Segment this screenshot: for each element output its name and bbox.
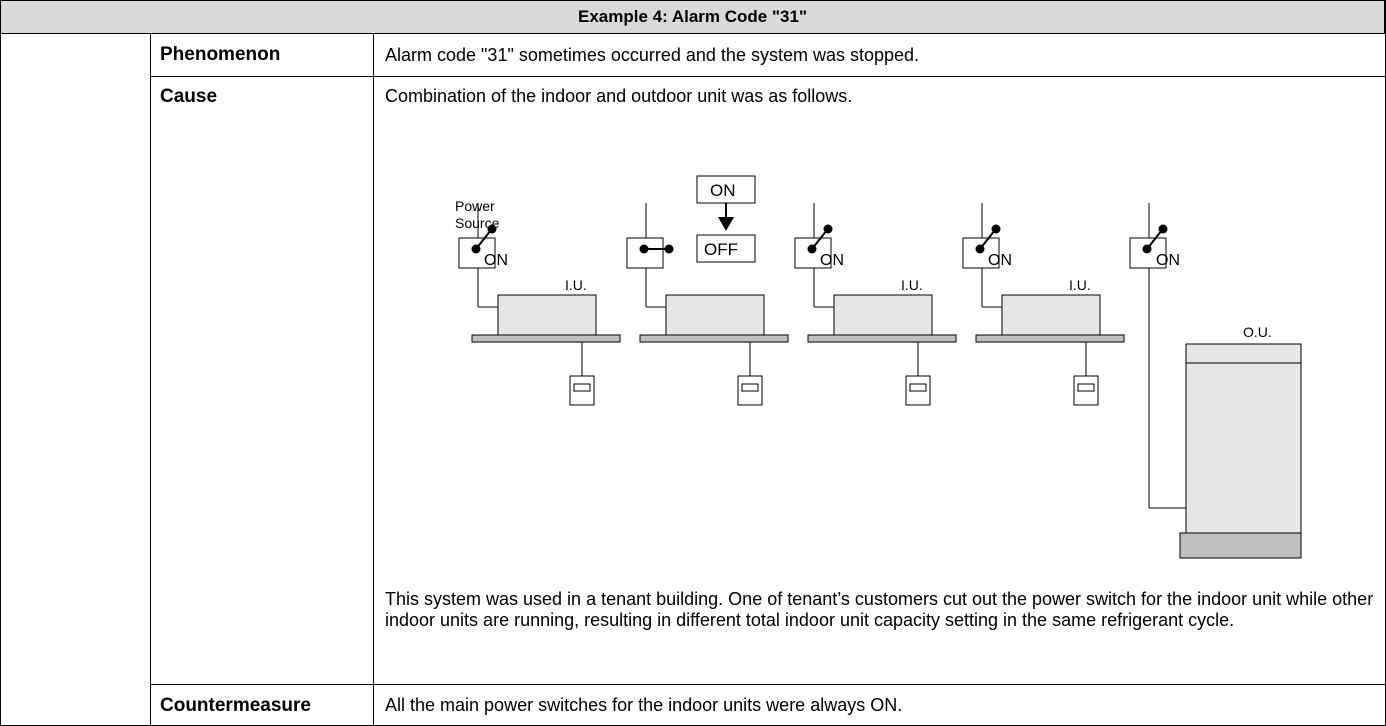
indoor-unit-1	[497, 294, 597, 336]
indoor-unit-3-group	[794, 203, 957, 406]
outdoor-unit-top	[1185, 343, 1302, 364]
countermeasure-text: All the main power switches for the indo…	[373, 684, 1386, 726]
ceiling-base-1	[471, 334, 621, 343]
cause-label: Cause	[150, 76, 373, 684]
switch-1-on-label: ON	[484, 252, 508, 269]
indoor-unit-4-label: I.U.	[1069, 277, 1091, 293]
power-source-label-line1: Power	[455, 198, 495, 214]
wiring-diagram: Power Source ON ON ON ON ON OFF I.U. I.U…	[455, 175, 1302, 559]
outdoor-unit-label: O.U.	[1243, 324, 1272, 340]
outdoor-unit-group	[1129, 203, 1302, 559]
indoor-unit-4-group	[962, 203, 1125, 406]
ceiling-base-3	[807, 334, 957, 343]
phenomenon-text: Alarm code "31" sometimes occurred and t…	[373, 33, 1386, 76]
cause-cell: Combination of the indoor and outdoor un…	[373, 76, 1386, 684]
indoor-unit-4	[1001, 294, 1101, 336]
table-title: Example 4: Alarm Code "31"	[0, 0, 1385, 34]
switch-3-on-label: ON	[820, 252, 844, 269]
indoor-unit-2	[665, 294, 765, 336]
indoor-unit-3	[833, 294, 933, 336]
indoor-unit-1-label: I.U.	[565, 277, 587, 293]
indoor-unit-3-label: I.U.	[901, 277, 923, 293]
off-state-box	[696, 234, 756, 263]
indoor-unit-1-group	[458, 203, 621, 406]
switch-4-on-label: ON	[988, 252, 1012, 269]
countermeasure-label: Countermeasure	[150, 684, 373, 726]
power-source-label-line2: Source	[455, 215, 500, 231]
cause-intro-text: Combination of the indoor and outdoor un…	[385, 86, 853, 106]
off-state-label: OFF	[704, 240, 738, 259]
down-arrow-icon	[718, 217, 734, 231]
indoor-unit-2-group	[626, 203, 789, 406]
outdoor-unit	[1185, 362, 1302, 534]
ceiling-base-2	[639, 334, 789, 343]
left-gutter	[0, 33, 150, 726]
on-state-label: ON	[710, 181, 736, 200]
switch-outdoor-on-label: ON	[1156, 252, 1180, 269]
outdoor-unit-base	[1179, 532, 1302, 559]
ceiling-base-4	[975, 334, 1125, 343]
cause-explanation-text: This system was used in a tenant buildin…	[385, 589, 1374, 630]
phenomenon-label: Phenomenon	[150, 33, 373, 76]
